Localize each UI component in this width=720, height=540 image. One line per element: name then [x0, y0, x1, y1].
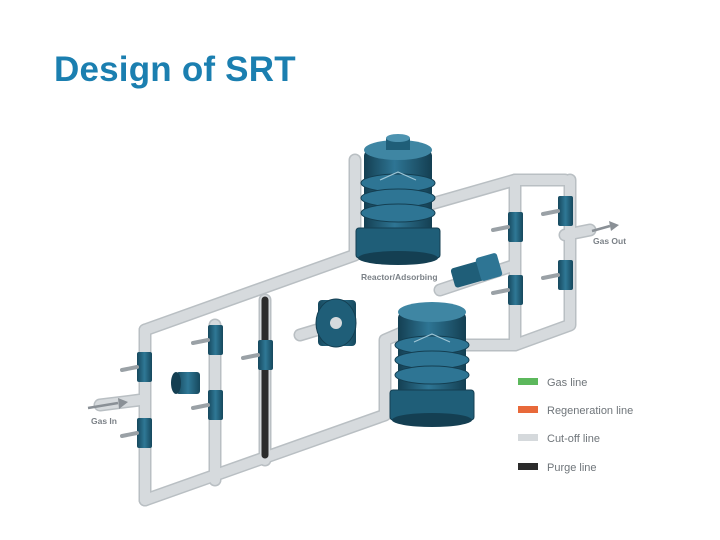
legend-item-gas-line: Gas line — [518, 377, 587, 389]
legend-label-gas-line: Gas line — [547, 377, 587, 389]
valve-group — [137, 196, 573, 448]
legend-swatch-cut-off-line — [518, 434, 538, 441]
regeneration-vessel — [389, 302, 475, 427]
legend-item-cut-off-line: Cut-off line — [518, 433, 600, 445]
legend-label-cut-off-line: Cut-off line — [547, 433, 600, 445]
legend-swatch-purge-line — [518, 463, 538, 470]
valve-handle-group — [120, 209, 560, 438]
legend-item-regeneration-line: Regeneration line — [518, 405, 633, 417]
reactor-adsorbing-vessel — [355, 134, 441, 265]
gas-in-arrow-icon — [87, 398, 128, 410]
gas-out-arrow-icon — [591, 221, 619, 233]
gas-in-label: Gas In — [91, 416, 117, 426]
legend-swatch-regeneration-line — [518, 406, 538, 413]
gas-out-label: Gas Out — [593, 236, 626, 246]
blower-unit — [315, 298, 357, 348]
legend-label-regeneration-line: Regeneration line — [547, 405, 633, 417]
legend-item-purge-line: Purge line — [518, 462, 597, 474]
legend-swatch-gas-line — [518, 378, 538, 385]
reactor-label: Reactor/Adsorbing — [361, 272, 438, 282]
legend: Gas line Regeneration line Cut-off line … — [518, 377, 633, 474]
page-title: Design of SRT — [54, 50, 296, 89]
compressor-unit — [450, 253, 503, 288]
legend-label-purge-line: Purge line — [547, 462, 597, 474]
